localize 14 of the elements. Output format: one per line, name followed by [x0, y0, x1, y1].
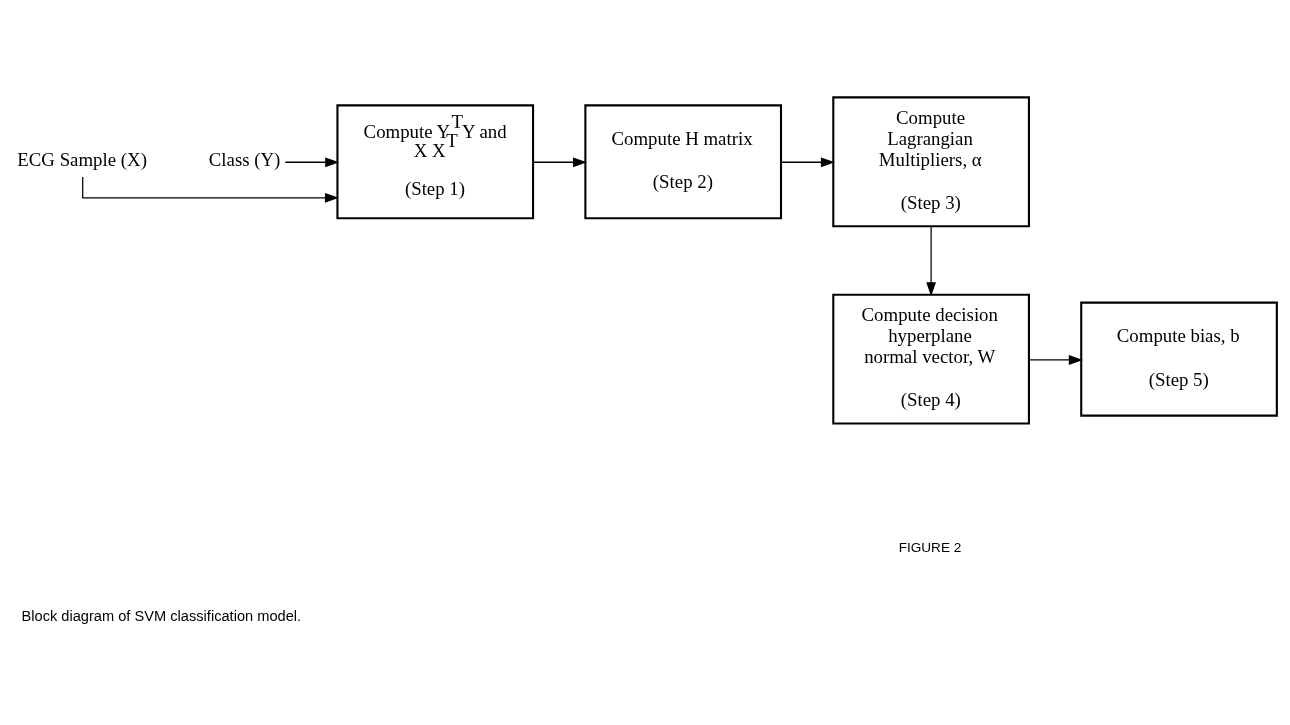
node-box: Compute bias, b (Step 5): [1080, 301, 1278, 417]
node-box: Compute Lagrangian Multipliers, α (Step 3): [832, 95, 1030, 227]
node-box: Compute H matrix (Step 2): [584, 103, 783, 219]
arrow: [926, 225, 937, 296]
label: FIGURE 2: [898, 539, 962, 555]
node-box: Compute decision hyperplane normal vector, W (Step 4): [832, 293, 1030, 425]
node-text: Class (Y): [208, 148, 281, 170]
arrow: [284, 156, 340, 167]
arrow: [82, 175, 339, 203]
arrow: [1028, 354, 1083, 365]
node-text: ECG Sample (X): [17, 148, 147, 170]
arrow: [532, 156, 587, 167]
caption: Block diagram of SVM classification model.: [21, 607, 302, 624]
arrow: [780, 156, 835, 167]
